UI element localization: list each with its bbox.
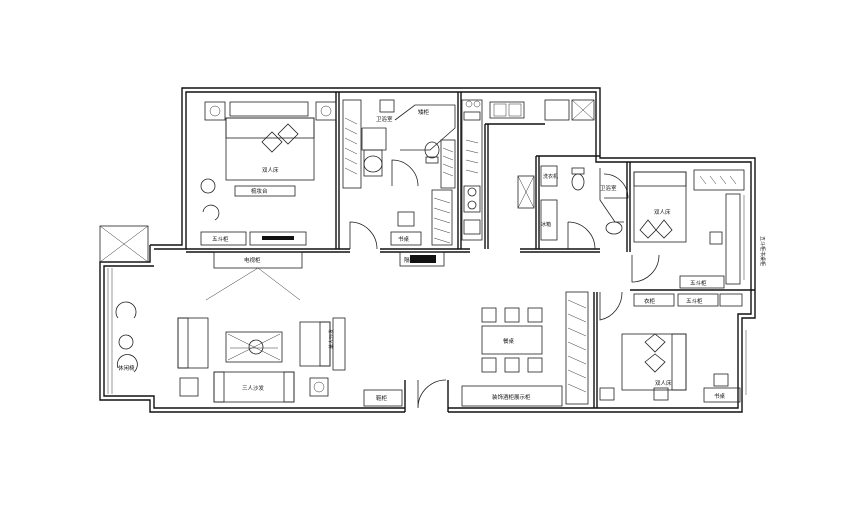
master-bedroom: 双人床 梳妆台 五斗柜 [200,101,337,246]
bath-two-label: 卫浴室 [600,184,617,192]
bed-three-desk-label: 书桌 [714,392,726,400]
doors [349,159,660,409]
living-room: 电视柜 单人沙发 三人沙发 休闲椅 鞋柜 [115,251,403,407]
kitchen [461,99,595,241]
bedroom-two: 双人床 五斗柜书桌柜 五斗柜 衣柜 五斗柜 [633,169,766,307]
master-bath: 卫浴室 矮柜 书桌 [342,99,456,246]
fridge-label: 冰箱 [541,221,551,228]
wine-display-label: 装饰酒柜展示柜 [492,393,531,401]
master-bath-top-label: 矮柜 [418,108,430,116]
bedroom-three: 双人床 书桌 [565,291,741,405]
armchair-label: 单人沙发 [328,329,335,349]
shoe-cabinet-label: 鞋柜 [376,394,388,402]
tv-cabinet-label: 电视柜 [244,256,261,264]
master-bath-label: 卫浴室 [376,115,393,123]
interior-walls [186,92,755,412]
sofa-three-label: 三人沙发 [242,384,265,392]
bed-two-shelf-label: 五斗柜 [690,279,707,287]
bath-two: 洗衣机 冰箱 卫浴室 [540,165,624,241]
master-low-cabinet-label: 五斗柜 [212,235,229,243]
leisure-chair-label: 休闲椅 [118,364,135,372]
bed-two-wardrobe-label: 衣柜 [644,297,656,305]
study-desk-label: 书桌 [398,235,410,243]
dining: 餐桌 装饰酒柜展示柜 [461,307,563,407]
dining-table-label: 餐桌 [503,337,515,345]
washing-label: 洗衣机 [543,173,558,180]
bed-two-label: 双人床 [654,208,671,216]
partition-label: 隔断 [404,256,416,264]
bed-three-label: 双人床 [655,379,672,387]
master-bed-label: 双人床 [262,166,279,174]
bookshelf-label: 五斗柜书桌柜 [759,236,766,266]
dressing-table-label: 梳妆台 [251,187,268,195]
outer-walls [99,87,756,413]
hall-partition: 隔断 [399,251,445,267]
bed-two-low-label: 五斗柜 [686,297,703,305]
